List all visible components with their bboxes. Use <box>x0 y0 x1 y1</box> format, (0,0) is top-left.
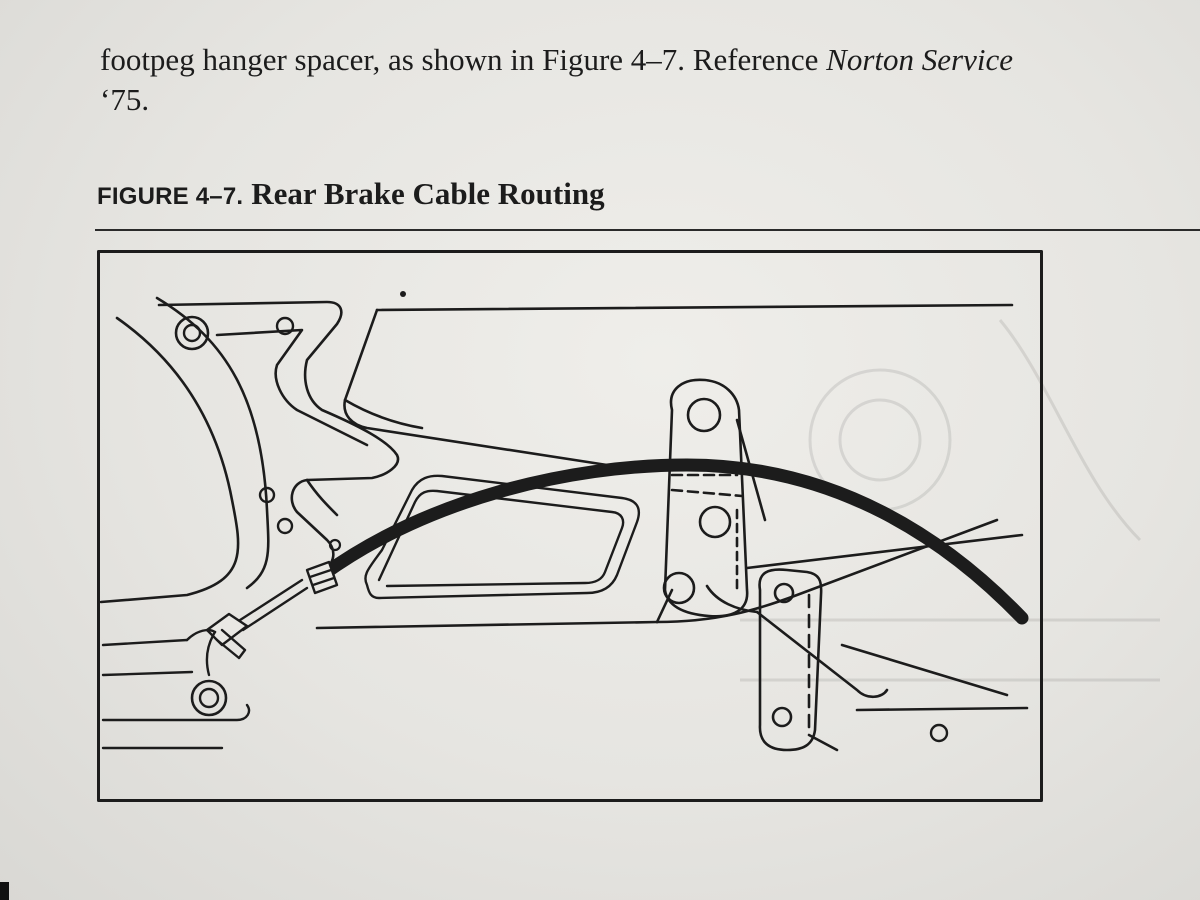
footrest-bracket <box>758 568 839 752</box>
caption-rule <box>95 229 1200 231</box>
figure-illustration <box>97 250 1043 802</box>
frame-cutout <box>364 474 641 600</box>
hanger-bolt-top <box>686 397 722 433</box>
body-paragraph: footpeg hanger spacer, as shown in Figur… <box>100 40 1200 120</box>
frame-bolt-hex <box>174 315 210 351</box>
frame-rails <box>315 303 1029 743</box>
frame-hole <box>258 486 276 504</box>
brake-cable <box>317 458 1029 625</box>
footpeg-hanger <box>662 378 767 618</box>
frame-plate <box>99 296 400 604</box>
ink-speck <box>400 291 406 297</box>
bracket-hole-bottom <box>771 706 793 728</box>
frame-rail-hole <box>929 723 949 743</box>
clevis-pivot-bolt <box>190 679 228 717</box>
figure-caption: FIGURE 4–7. Rear Brake Cable Routing <box>97 176 605 212</box>
hanger-bolt-low <box>662 571 696 605</box>
figure-label: FIGURE 4–7. <box>97 183 244 210</box>
bracket-hole-top <box>773 582 795 604</box>
body-line-1: footpeg hanger spacer, as shown in Figur… <box>100 42 827 77</box>
body-line-1-italic: Norton Service <box>826 42 1013 77</box>
frame-hole <box>328 538 342 552</box>
cable-clevis <box>101 560 339 750</box>
body-line-2: ‘75. <box>100 82 150 117</box>
hanger-bolt-mid <box>698 505 732 539</box>
page-edge-mark <box>0 882 9 900</box>
figure-border <box>97 250 1043 802</box>
frame-hole <box>276 517 294 535</box>
figure-title: Rear Brake Cable Routing <box>251 176 605 211</box>
frame-hole <box>275 316 295 336</box>
